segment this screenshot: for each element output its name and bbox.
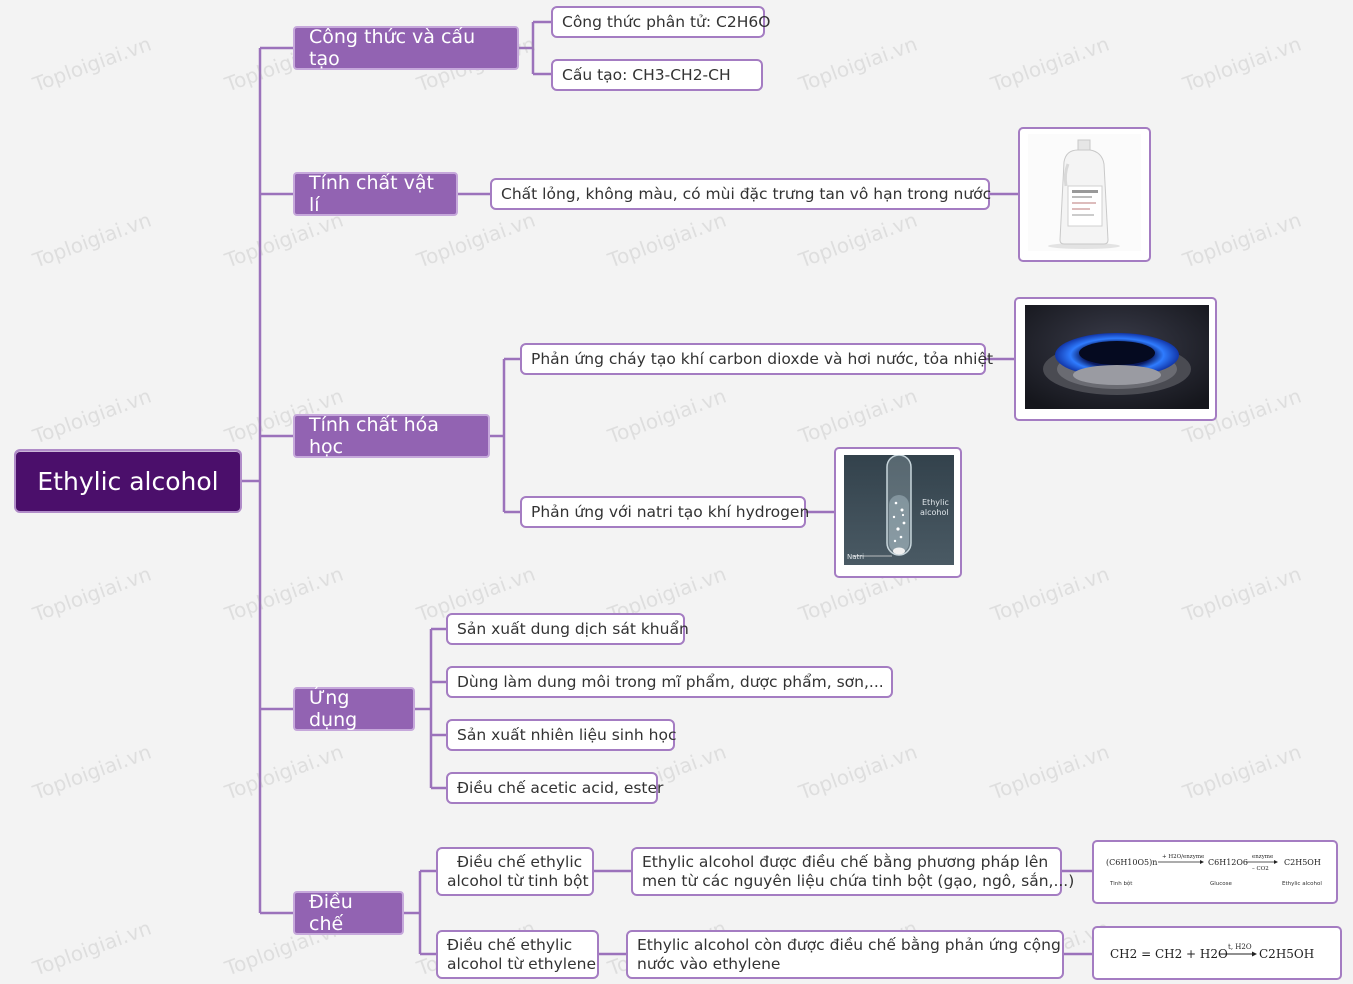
bottle-icon [1028, 134, 1141, 251]
leaf-phan-ung-chay[interactable]: Phản ứng cháy tạo khí carbon dioxde và h… [520, 343, 993, 375]
eq1-label-glucose: Glucose [1210, 881, 1233, 887]
equation-tinh-bot-image: (C6H10O5)n + H2O/enzyme C6H12O6 enzyme –… [1092, 840, 1338, 904]
branch-hoa-hoc[interactable]: Tính chất hóa học [293, 414, 490, 458]
leaf-dieu-che-ethylene-desc[interactable]: Ethylic alcohol còn được điều chế bằng p… [626, 930, 1064, 979]
flame-image [1014, 297, 1217, 421]
eq1-left: (C6H10O5)n [1106, 858, 1157, 867]
leaf-vat-li-desc[interactable]: Chất lỏng, không màu, có mùi đặc trưng t… [490, 178, 991, 210]
leaf-cau-tao[interactable]: Cấu tạo: CH3-CH2-CH [551, 59, 763, 91]
eq1-cond3: – CO2 [1252, 866, 1269, 872]
tube-label-ethylic: Ethylic [922, 498, 949, 507]
leaf-dieu-che-tinh-bot[interactable]: Điều chế ethylic alcohol từ tinh bột [436, 847, 594, 896]
gas-flame-icon [1025, 305, 1209, 409]
branch-vat-li[interactable]: Tính chất vật lí [293, 172, 458, 216]
dieu-che-tinh-bot-line1: Điều chế ethylic [457, 852, 583, 871]
leaf-ung-dung-2[interactable]: Dùng làm dung môi trong mĩ phẩm, dược ph… [446, 666, 893, 698]
branch-dieu-che[interactable]: Điều chế [293, 891, 404, 935]
dieu-che-ethylene-desc-line1: Ethylic alcohol còn được điều chế bằng p… [637, 935, 1061, 954]
tube-label-natri: Natri [847, 553, 864, 561]
root-node[interactable]: Ethylic alcohol [14, 449, 242, 513]
eq1-label-tinh-bot: Tinh bột [1109, 880, 1133, 887]
dieu-che-ethylene-desc-line2: nước vào ethylene [637, 954, 781, 973]
leaf-ung-dung-3[interactable]: Sản xuất nhiên liệu sinh học [446, 719, 677, 751]
eq1-label-ethylic: Ethylic alcohol [1282, 881, 1322, 887]
bottle-image [1018, 127, 1151, 262]
dieu-che-ethylene-line1: Điều chế ethylic [447, 935, 573, 954]
branch-cong-thuc[interactable]: Công thức và cấu tạo [293, 26, 519, 70]
equation-tinh-bot: (C6H10O5)n + H2O/enzyme C6H12O6 enzyme –… [1100, 848, 1332, 898]
equation-ethylene: CH2 = CH2 + H2O t, H2O C2H5OH [1102, 935, 1334, 973]
leaf-dieu-che-ethylene[interactable]: Điều chế ethylic alcohol từ ethylene [436, 930, 599, 979]
eq1-cond1: + H2O/enzyme [1162, 854, 1204, 860]
leaf-ung-dung-1[interactable]: Sản xuất dung dịch sát khuẩn [446, 613, 689, 645]
test-tube-icon: Ethylic alcohol Natri [844, 455, 954, 565]
tube-label-alcohol: alcohol [920, 508, 949, 517]
eq1-mid: C6H12O6 [1208, 858, 1248, 867]
eq2-cond: t, H2O [1228, 943, 1252, 951]
leaf-dieu-che-tinh-bot-desc[interactable]: Ethylic alcohol được điều chế bằng phươn… [631, 847, 1074, 896]
test-tube-image: Ethylic alcohol Natri [834, 447, 962, 578]
eq2-left: CH2 = CH2 + H2O [1110, 947, 1228, 961]
branch-ung-dung[interactable]: Ứng dụng [293, 687, 415, 731]
leaf-ung-dung-4[interactable]: Điều chế acetic acid, ester [446, 772, 663, 804]
leaf-phan-ung-natri[interactable]: Phản ứng với natri tạo khí hydrogen [520, 496, 809, 528]
equation-ethylene-image: CH2 = CH2 + H2O t, H2O C2H5OH [1092, 926, 1342, 980]
dieu-che-tinh-bot-desc-line1: Ethylic alcohol được điều chế bằng phươn… [642, 852, 1049, 871]
eq1-cond2: enzyme [1252, 854, 1273, 860]
dieu-che-ethylene-line2: alcohol từ ethylene [447, 954, 596, 973]
leaf-cong-thuc-phan-tu[interactable]: Công thức phân tử: C2H6O [551, 6, 770, 38]
dieu-che-tinh-bot-desc-line2: men từ các nguyên liệu chứa tinh bột (gạ… [642, 871, 1075, 890]
eq2-right: C2H5OH [1259, 947, 1314, 961]
dieu-che-tinh-bot-line2: alcohol từ tinh bột [447, 871, 589, 890]
eq1-right: C2H5OH [1284, 858, 1321, 867]
